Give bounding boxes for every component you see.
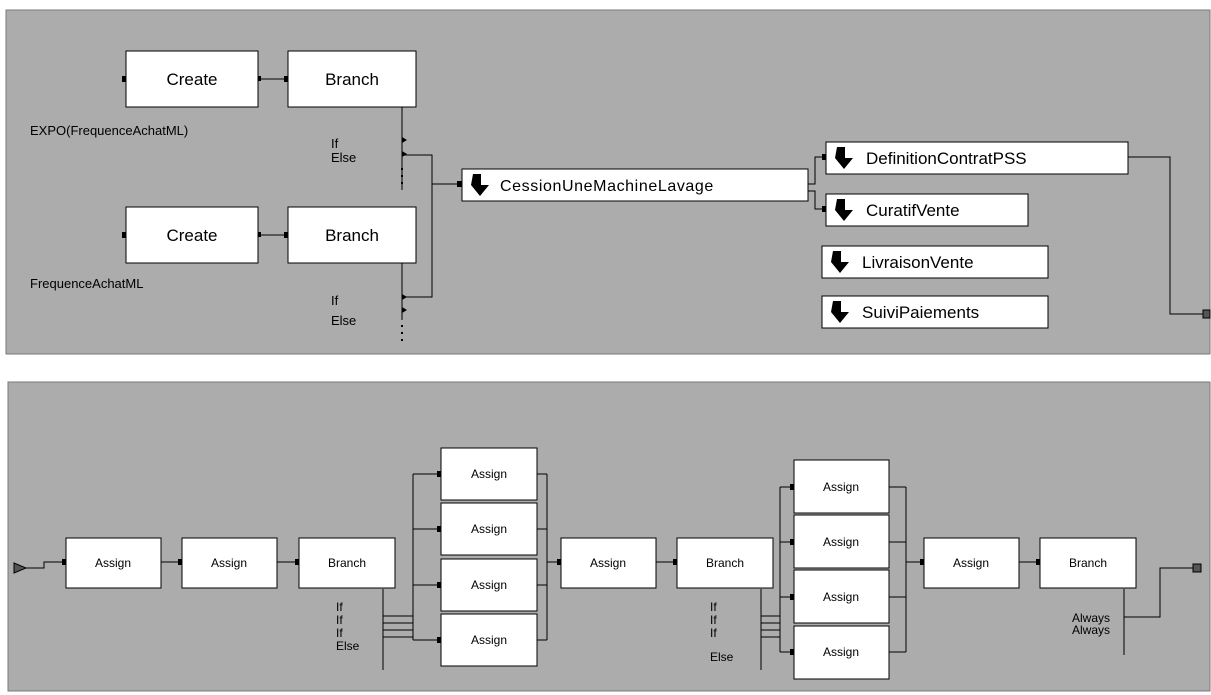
- assign-group-2-label: Assign: [823, 645, 859, 659]
- branch-block-b3[interactable]: Branch: [1036, 537, 1137, 589]
- assign-group-1-item-2[interactable]: Assign: [437, 502, 538, 556]
- livraison-label: LivraisonVente: [862, 253, 974, 272]
- assign-group-2-item-4[interactable]: Assign: [790, 625, 890, 680]
- assign-group-1-label: Assign: [471, 467, 507, 481]
- branch-1-label: Branch: [325, 70, 379, 89]
- branch-b2-cond-4: Else: [710, 650, 734, 664]
- cession-label: CessionUneMachineLavage: [500, 178, 714, 195]
- assign-group-2-item-2[interactable]: Assign: [790, 514, 890, 569]
- assign-block-4[interactable]: Assign: [920, 537, 1020, 589]
- entry-port: [13, 562, 28, 574]
- assign-group-2-label: Assign: [823, 590, 859, 604]
- assign-3-label: Assign: [590, 556, 626, 570]
- assign-4-label: Assign: [953, 556, 989, 570]
- assign-group-1-item-3[interactable]: Assign: [437, 558, 538, 612]
- branch-1-cond-1: If: [331, 136, 339, 151]
- exit-port-bottom: [1192, 563, 1202, 573]
- top-connections: [258, 78, 1204, 315]
- assign-1-label: Assign: [95, 556, 131, 570]
- branch-2-label: Branch: [325, 226, 379, 245]
- branch-block-b2[interactable]: Branch: [673, 537, 774, 589]
- branch-b3-label: Branch: [1069, 556, 1107, 570]
- assign-group-1-label: Assign: [471, 578, 507, 592]
- assign-block-3[interactable]: Assign: [557, 537, 657, 589]
- branch-b1-cond-1: If: [336, 600, 343, 614]
- submodel-cession[interactable]: CessionUneMachineLavage: [457, 168, 809, 202]
- create-1-label: Create: [166, 70, 217, 89]
- create-block-2[interactable]: Create: [122, 206, 261, 264]
- assign-block-2[interactable]: Assign: [178, 537, 278, 589]
- submodel-definition[interactable]: DefinitionContratPSS: [822, 141, 1129, 175]
- curatif-label: CuratifVente: [866, 201, 960, 220]
- definition-label: DefinitionContratPSS: [866, 149, 1027, 168]
- assign-group-1-item-4[interactable]: Assign: [437, 613, 538, 667]
- branch-b1-cond-2: If: [336, 613, 343, 627]
- assign-group-1-label: Assign: [471, 522, 507, 536]
- assign-group-2-item-1[interactable]: Assign: [790, 459, 890, 514]
- assign-block-1[interactable]: Assign: [62, 537, 162, 589]
- branch-b2-cond-2: If: [710, 613, 717, 627]
- create-block-1[interactable]: Create: [122, 50, 261, 108]
- assign-group-2-item-3[interactable]: Assign: [790, 569, 890, 624]
- branch-b2-cond-3: If: [710, 626, 717, 640]
- branch-b2-cond-1: If: [710, 600, 717, 614]
- submodel-curatif[interactable]: CuratifVente: [822, 193, 1029, 227]
- assign-group-2-label: Assign: [823, 535, 859, 549]
- branch-2-cond-2: Else: [331, 313, 356, 328]
- branch-b1-cond-3: If: [336, 626, 343, 640]
- suivi-label: SuiviPaiements: [862, 303, 979, 322]
- branch-b2-label: Branch: [706, 556, 744, 570]
- branch-1-cond-2: Else: [331, 150, 356, 165]
- branch-b1-label: Branch: [328, 556, 366, 570]
- assign-2-label: Assign: [211, 556, 247, 570]
- bottom-model-pane: [7, 381, 1211, 692]
- create-2-label: Create: [166, 226, 217, 245]
- assign-group-1-label: Assign: [471, 633, 507, 647]
- assign-group-2-label: Assign: [823, 480, 859, 494]
- branch-block-b1[interactable]: Branch: [295, 537, 396, 589]
- branch-b3-cond-1: Always: [1072, 611, 1110, 625]
- branch-b3-cond-2: Always: [1072, 623, 1110, 637]
- submodel-suivi[interactable]: SuiviPaiements: [821, 295, 1049, 329]
- create-2-expression: FrequenceAchatML: [30, 276, 143, 291]
- assign-group-1-item-1[interactable]: Assign: [437, 447, 538, 501]
- create-1-expression: EXPO(FrequenceAchatML): [30, 123, 188, 138]
- submodel-livraison[interactable]: LivraisonVente: [821, 245, 1049, 279]
- exit-port: [1202, 309, 1211, 319]
- branch-2-cond-1: If: [331, 293, 339, 308]
- branch-block-1[interactable]: Branch: [284, 50, 417, 190]
- branch-block-2[interactable]: Branch: [284, 206, 417, 341]
- branch-b1-cond-4: Else: [336, 639, 360, 653]
- bottom-connections: [26, 473, 1193, 670]
